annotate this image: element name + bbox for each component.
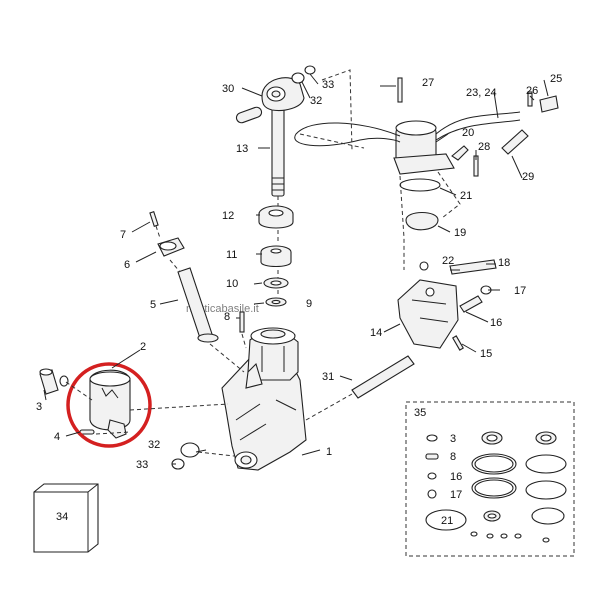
reservoir-part [79, 369, 131, 439]
seal-kit-panel: 35 3 8 16 17 21 [405, 401, 575, 557]
piston-rod-assembly [235, 65, 316, 197]
callout-labels: 1 2 3 4 5 6 7 8 9 10 11 12 13 14 15 16 1… [36, 73, 562, 471]
callout-5: 5 [150, 299, 156, 311]
piston-stack [258, 205, 294, 307]
bushing-part [39, 368, 69, 395]
callout-13: 13 [236, 143, 248, 155]
callout-18: 18 [498, 257, 510, 269]
callout-10: 10 [226, 278, 238, 290]
callout-17: 17 [514, 285, 526, 297]
callout-33-top: 33 [322, 79, 334, 91]
callout-35: 35 [414, 407, 426, 419]
callout-22: 22 [442, 255, 454, 267]
callout-14: 14 [370, 327, 382, 339]
left-rod-parts [149, 211, 245, 343]
callout-29: 29 [522, 171, 534, 183]
callout-19: 19 [454, 227, 466, 239]
lower-pin-parts [171, 442, 200, 470]
callout-15: 15 [480, 348, 492, 360]
callout-7: 7 [120, 229, 126, 241]
callout-34: 34 [56, 511, 68, 523]
kit-box-34: 34 [33, 483, 99, 553]
kit-label-17: 17 [450, 489, 462, 501]
callout-28: 28 [478, 141, 490, 153]
callout-3: 3 [36, 401, 42, 413]
callout-25: 25 [550, 73, 562, 85]
callout-26: 26 [526, 85, 538, 97]
callout-20: 20 [462, 127, 474, 139]
callout-2: 2 [140, 341, 146, 353]
callout-32-bottom: 32 [148, 439, 160, 451]
kit-label-3: 3 [450, 433, 456, 445]
kit-label-16: 16 [450, 471, 462, 483]
callout-12: 12 [222, 210, 234, 222]
callout-32-top: 32 [310, 95, 322, 107]
callout-27: 27 [422, 77, 434, 89]
callout-6: 6 [124, 259, 130, 271]
callout-4: 4 [54, 431, 60, 443]
callout-31: 31 [322, 371, 334, 383]
kit-label-21: 21 [441, 515, 453, 527]
motor-assembly [294, 77, 559, 192]
callout-9: 9 [306, 298, 312, 310]
callout-8: 8 [224, 311, 230, 323]
callout-leaders [43, 73, 549, 465]
trim-cylinder-housing [221, 327, 307, 471]
callout-23-24: 23, 24 [466, 87, 497, 99]
callout-16: 16 [490, 317, 502, 329]
callout-1: 1 [326, 446, 332, 458]
callout-30: 30 [222, 83, 234, 95]
callout-33-bottom: 33 [136, 459, 148, 471]
callout-21: 21 [460, 190, 472, 202]
kit-label-8: 8 [450, 451, 456, 463]
assembly-leader-lines [65, 69, 461, 457]
tube-part [351, 355, 415, 399]
callout-11: 11 [226, 249, 237, 261]
highlight-circle [66, 362, 152, 448]
pump-assembly [397, 211, 497, 351]
